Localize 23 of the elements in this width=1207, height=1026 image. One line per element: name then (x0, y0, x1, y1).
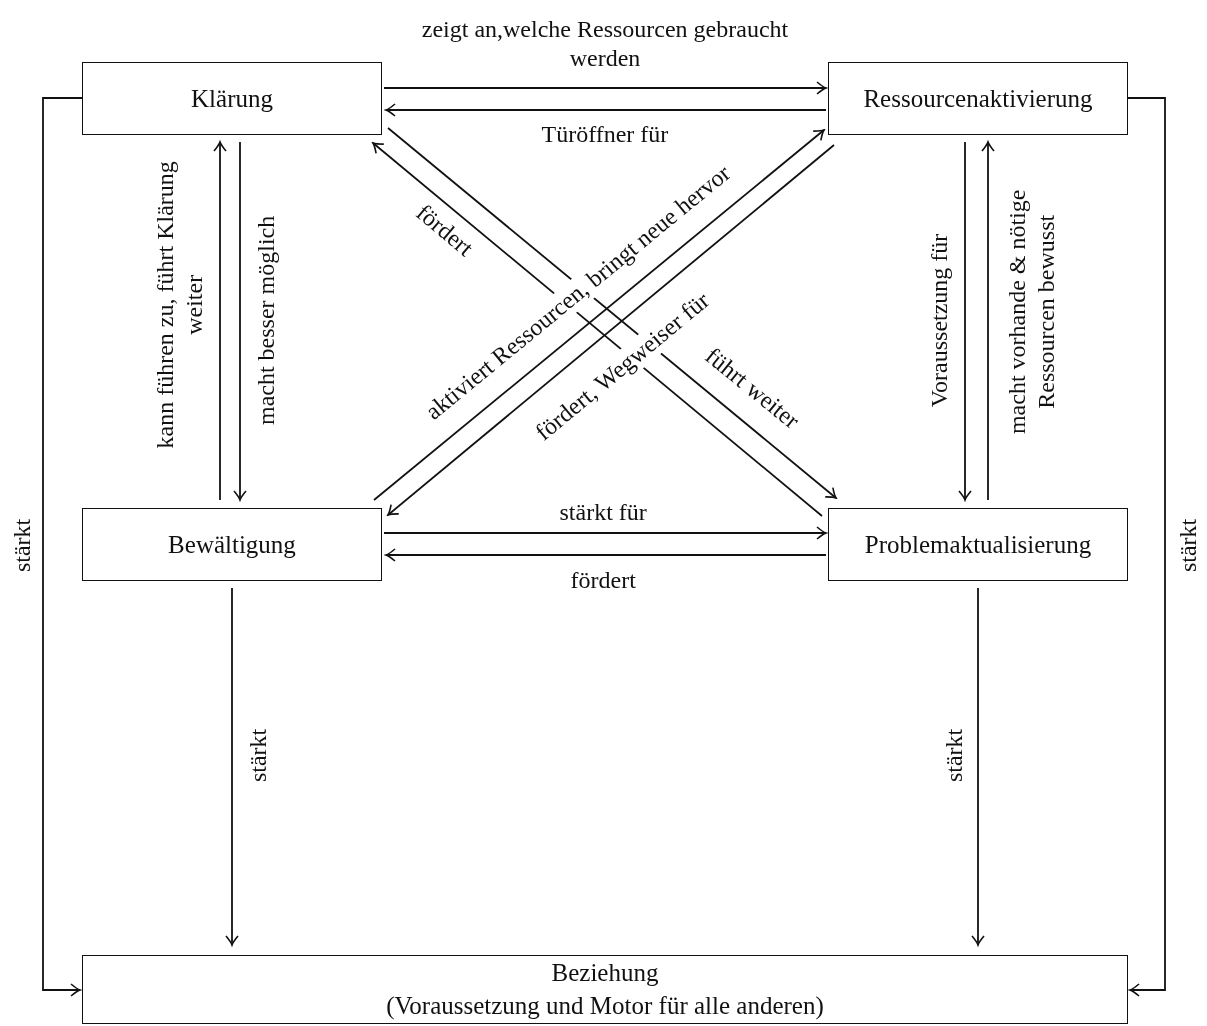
node-title: Bewältigung (168, 529, 296, 560)
edge-label: zeigt an,welche Ressourcen gebraucht werden (420, 15, 790, 73)
edge-label: macht besser möglich (251, 215, 280, 425)
node-title: Problemaktualisierung (864, 529, 1092, 560)
edge-label: stärkt für (559, 497, 647, 527)
node-subtitle: (Voraussetzung und Motor für alle anderen) (386, 990, 824, 1022)
process-box (82, 62, 382, 135)
process-box (828, 508, 1128, 581)
edge-label: stärkt (243, 728, 272, 782)
edge-label: kann führen zu, führt Klärung weiter (151, 160, 208, 451)
edge-label: fördert (570, 565, 636, 595)
process-box (82, 508, 382, 581)
edge-label: Voraussetzung für (925, 233, 954, 407)
edge-label: macht vorhande & nötige Ressourcen bewusst (1003, 188, 1060, 437)
node-title: Klärung (191, 83, 273, 114)
edge-label: stärkt (1173, 518, 1202, 572)
edge-label: stärkt (939, 728, 968, 782)
node-title: Ressourcenaktivierung (863, 83, 1093, 114)
process-box (82, 955, 1128, 1024)
node-title: Beziehung (551, 958, 659, 988)
edge-label: Türöffner für (541, 119, 669, 149)
edge-label: stärkt (7, 518, 36, 572)
process-box (828, 62, 1128, 135)
